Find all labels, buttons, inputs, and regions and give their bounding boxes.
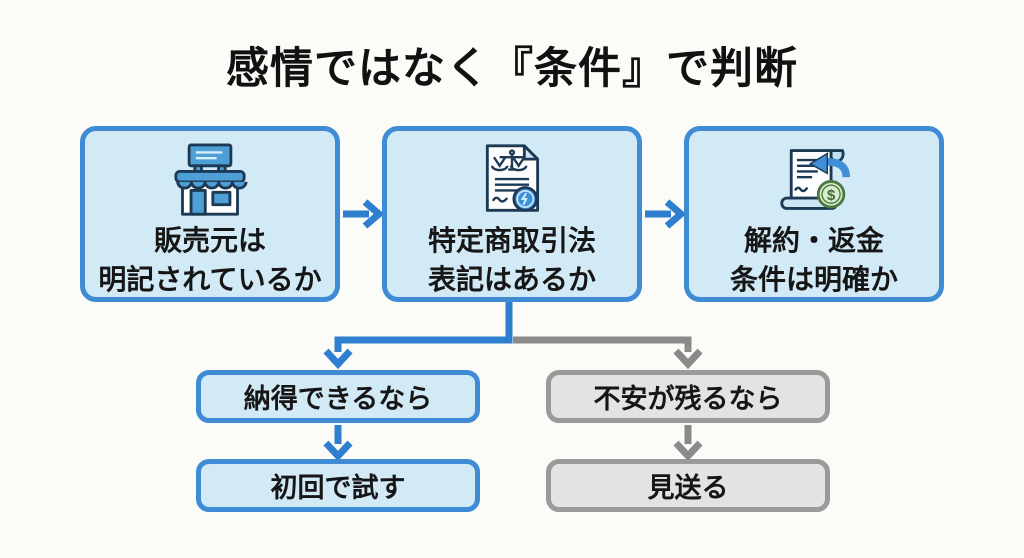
box-label: 販売元は 明記されているか (98, 221, 321, 299)
connector-negative-branch (513, 336, 703, 370)
storefront-icon (166, 143, 254, 217)
box-label-line: 表記はあるか (427, 264, 596, 295)
arrow-satisfied-to-try (323, 425, 353, 462)
connector-positive-branch (323, 301, 513, 370)
arrow-seller-to-law (343, 199, 385, 229)
box-label-line: 条件は明確か (729, 264, 898, 295)
box-label-line: 特定商取引法 (427, 225, 596, 256)
check-box-law: 特定商取引法 表記はあるか (382, 126, 642, 302)
box-label-line: 解約・返金 (743, 225, 884, 256)
arrow-anxious-to-pass (673, 425, 703, 462)
branch-box-try-first: 初回で試す (196, 459, 480, 512)
box-label: 解約・返金 条件は明確か (730, 221, 898, 299)
law-document-icon (472, 143, 552, 217)
box-label-line: 販売元は (153, 225, 266, 256)
box-label: 特定商取引法 表記はあるか (428, 221, 596, 299)
branch-box-pass: 見送る (546, 459, 830, 512)
arrow-law-to-refund (645, 199, 687, 229)
branch-box-satisfied: 納得できるなら (196, 370, 480, 423)
check-box-refund: $ 解約・返金 条件は明確か (684, 126, 944, 302)
svg-text:$: $ (827, 187, 836, 204)
refund-money-icon: $ (769, 143, 859, 217)
box-label-line: 明記されているか (98, 264, 322, 295)
page-title: 感情ではなく『条件』で判断 (226, 45, 798, 93)
check-box-seller: 販売元は 明記されているか (80, 126, 340, 302)
branch-box-anxious: 不安が残るなら (546, 370, 830, 423)
